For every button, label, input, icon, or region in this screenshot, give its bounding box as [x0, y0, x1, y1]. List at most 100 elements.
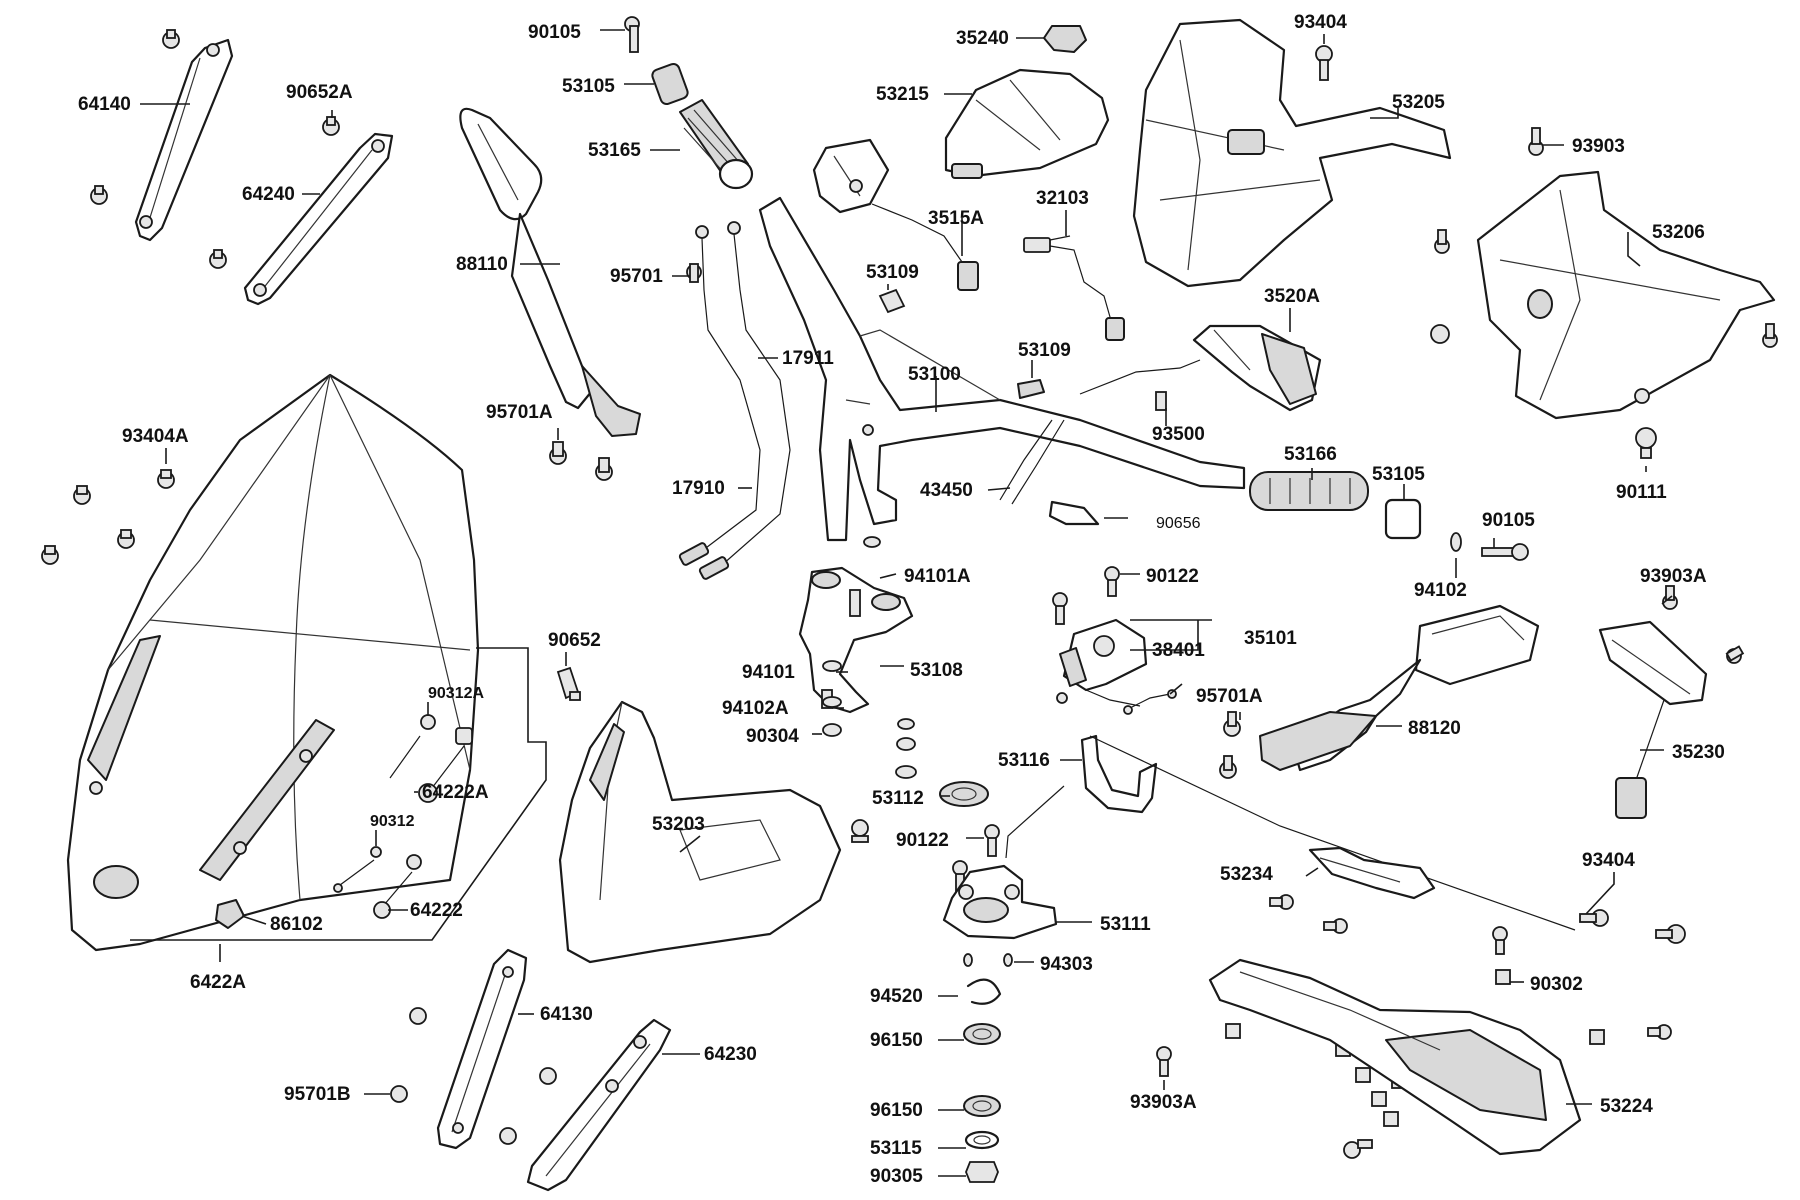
- switch-3520A: [1192, 324, 1322, 412]
- label-93404A: 93404A: [122, 426, 189, 447]
- inner-cowl-53203: [558, 700, 842, 964]
- label-90111: 90111: [1616, 482, 1667, 503]
- label-3520A: 3520A: [1264, 286, 1320, 307]
- label-53115: 53115: [870, 1138, 922, 1159]
- tie-90656: [1048, 500, 1100, 526]
- label-53100: 53100: [908, 364, 961, 385]
- ignition-35101: [1056, 618, 1148, 707]
- label-90122-a: 90122: [1146, 566, 1199, 587]
- bracket-64130: [436, 948, 528, 1150]
- bolt-95701B-cluster: [390, 1007, 557, 1145]
- seal-96150-b: [963, 1095, 1001, 1117]
- label-90105-top: 90105: [528, 22, 581, 43]
- label-43450: 43450: [920, 480, 973, 501]
- group-outline-6422A: [130, 647, 547, 941]
- strap-43450: [999, 419, 1065, 505]
- label-64140: 64140: [78, 94, 131, 115]
- seal-96150-a: [963, 1023, 1001, 1045]
- label-17911: 17911: [782, 348, 834, 369]
- triple-clamp-53108: [798, 566, 914, 714]
- bolt-90652A-cluster: [90, 29, 340, 269]
- label-53112: 53112: [872, 788, 924, 809]
- bolt-93404A-cluster: [41, 469, 175, 565]
- label-96150-a: 96150: [870, 1030, 923, 1051]
- assembly-line-a: [1089, 735, 1576, 931]
- clip-53109-b: [1017, 379, 1045, 399]
- label-95701A-right: 95701A: [1196, 686, 1263, 707]
- label-64240: 64240: [242, 184, 295, 205]
- bolt-90105-top: [624, 16, 640, 53]
- label-90656: 90656: [1156, 515, 1201, 532]
- sensor-35230: [1598, 585, 1745, 819]
- screw-near-53203: [851, 819, 869, 843]
- label-93903A-bottom: 93903A: [1130, 1092, 1197, 1113]
- end-weight-53105-top: [651, 62, 689, 106]
- label-53111: 53111: [1100, 914, 1151, 935]
- cover-53234: [1308, 846, 1436, 900]
- pin-94303: [963, 953, 1013, 967]
- bracket-53116: [1080, 734, 1158, 814]
- label-53116: 53116: [998, 750, 1050, 771]
- label-94102A: 94102A: [722, 698, 789, 719]
- washer-stack-stem: [822, 660, 989, 807]
- label-88120: 88120: [1408, 718, 1461, 739]
- bolt-90105-right: [1481, 543, 1529, 561]
- label-53234: 53234: [1220, 864, 1273, 885]
- label-38401: 38401: [1152, 640, 1205, 661]
- mirror-88110: [459, 107, 641, 437]
- harness-32103: [1023, 235, 1125, 341]
- bracket-64140: [134, 38, 234, 242]
- grip-53166: [1249, 471, 1369, 511]
- label-53203: 53203: [652, 814, 705, 835]
- label-94102: 94102: [1414, 580, 1467, 601]
- cover-53205: [1132, 18, 1452, 288]
- label-53108: 53108: [910, 660, 963, 681]
- end-weight-53105-right: [1384, 498, 1422, 540]
- label-53215: 53215: [876, 84, 929, 105]
- label-90312: 90312: [370, 813, 415, 830]
- undercover-53224: [1208, 958, 1582, 1156]
- bolt-90122-a: [1052, 566, 1120, 625]
- label-96150-b: 96150: [870, 1100, 923, 1121]
- clip-53109-a: [878, 288, 906, 314]
- lock-base-53111: [942, 864, 1058, 940]
- label-93500: 93500: [1152, 424, 1205, 445]
- circlip-94520: [966, 978, 1002, 1005]
- throttle-grip-53165: [679, 99, 754, 190]
- screw-93903A-bottom: [1156, 1046, 1172, 1077]
- label-53165: 53165: [588, 140, 641, 161]
- label-53166: 53166: [1284, 444, 1337, 465]
- label-64222A: 64222A: [422, 782, 489, 803]
- label-90105-right: 90105: [1482, 510, 1535, 531]
- windscreen-6422A: [66, 373, 480, 952]
- screws-lower-right: [1269, 894, 1686, 1159]
- bracket-64240: [243, 132, 394, 306]
- label-95701: 95701: [610, 266, 663, 287]
- label-35240: 35240: [956, 28, 1009, 49]
- label-90302: 90302: [1530, 974, 1583, 995]
- label-35101: 35101: [1244, 628, 1297, 649]
- label-17910: 17910: [672, 478, 725, 499]
- label-90305: 90305: [870, 1166, 923, 1187]
- label-64130: 64130: [540, 1004, 593, 1025]
- label-90304: 90304: [746, 726, 799, 747]
- cover-53215: [944, 68, 1110, 179]
- label-94101A: 94101A: [904, 566, 971, 587]
- part-labels: 64140 90652A 64240 90105 53105 53165 881…: [78, 12, 1725, 1187]
- label-90122-b: 90122: [896, 830, 949, 851]
- label-94520: 94520: [870, 986, 923, 1007]
- label-90652A: 90652A: [286, 82, 353, 103]
- label-93404-right: 93404: [1582, 850, 1635, 871]
- switch-3515A: [812, 138, 979, 291]
- bracket-64230: [526, 1018, 672, 1192]
- washer-94102: [1450, 532, 1462, 552]
- label-95701A-left: 95701A: [486, 402, 553, 423]
- bolt-95701A-right: [1219, 711, 1241, 779]
- cable-38401: [1123, 689, 1177, 715]
- mirror-88120: [1259, 604, 1540, 772]
- nut-90305: [965, 1161, 999, 1183]
- screws-53206: [1430, 127, 1778, 459]
- label-53205: 53205: [1392, 92, 1445, 113]
- label-64222: 64222: [410, 900, 463, 921]
